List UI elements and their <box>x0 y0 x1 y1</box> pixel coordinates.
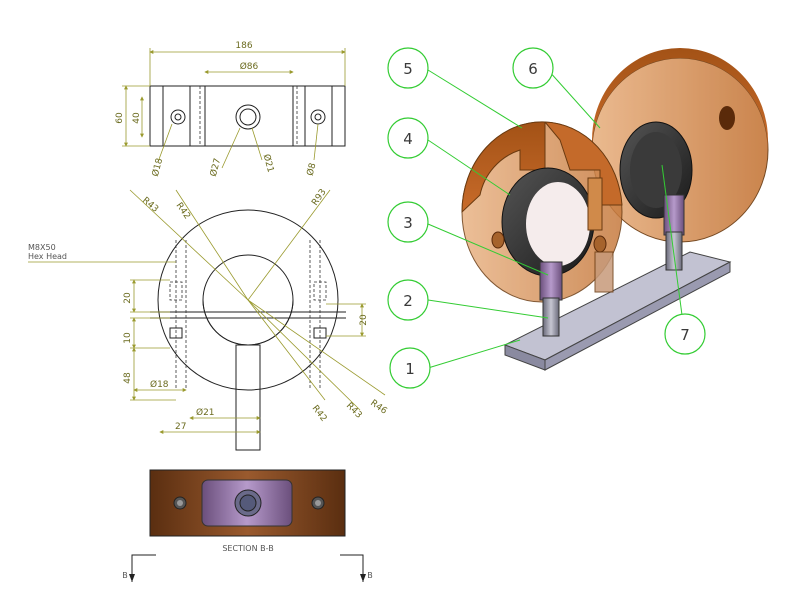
dim-bore-dia: Ø27 <box>208 157 223 178</box>
dim-20-right: 20 <box>359 314 369 326</box>
balloon-3-label: 3 <box>403 214 413 232</box>
balloon-4-label: 4 <box>403 130 413 148</box>
top-view: 186 Ø86 60 40 Ø18 Ø27 Ø21 Ø8 <box>115 41 346 178</box>
front-view: R43 R42 R93 R42 R43 R46 M8X50 Hex Head 2… <box>28 187 389 451</box>
dim-hole-left: Ø18 <box>150 157 165 178</box>
dim-10-left: 10 <box>123 332 133 344</box>
screw-note-line2: Hex Head <box>28 252 67 261</box>
dim-r42-bottom: R42 <box>310 404 329 424</box>
dim-height-inner: 40 <box>132 112 142 124</box>
dim-r43-bottom: R43 <box>344 401 364 421</box>
balloon-4: 4 <box>387 117 429 159</box>
balloon-5-label: 5 <box>403 60 413 78</box>
section-title: SECTION B-B <box>222 544 273 553</box>
dim-hole-18: Ø18 <box>150 379 169 390</box>
balloon-2: 2 <box>387 279 429 321</box>
screw-note-line1: M8X50 <box>28 243 56 252</box>
balloon-6: 6 <box>512 47 554 89</box>
section-marker-right: B <box>367 571 373 580</box>
dim-hole-right: Ø8 <box>305 161 319 176</box>
dim-r93: R93 <box>310 187 328 207</box>
dim-height-outer: 60 <box>115 112 125 124</box>
balloon-6-label: 6 <box>528 60 538 78</box>
dim-r43-top: R43 <box>140 196 160 215</box>
section-view: SECTION B-B B B <box>122 469 373 582</box>
dim-20-left: 20 <box>123 292 133 304</box>
balloon-3: 3 <box>387 201 429 243</box>
balloon-1: 1 <box>389 347 431 389</box>
dim-shaft-21: Ø21 <box>196 407 215 418</box>
dim-bore-dia-2: Ø21 <box>261 153 276 174</box>
section-marker-left: B <box>122 571 128 580</box>
balloon-2-label: 2 <box>403 292 413 310</box>
dim-overall-width: 186 <box>235 41 252 51</box>
balloon-7: 7 <box>664 313 706 355</box>
balloon-5: 5 <box>387 47 429 89</box>
balloons: 1 2 3 4 5 6 7 <box>387 47 706 389</box>
dim-r42-top: R42 <box>174 201 192 221</box>
isometric-assembly-view <box>427 48 769 371</box>
dim-bore-spacing: Ø86 <box>240 61 259 72</box>
dim-27: 27 <box>175 422 186 432</box>
dim-48: 48 <box>123 372 133 384</box>
dim-r46: R46 <box>368 398 388 417</box>
balloon-1-label: 1 <box>405 360 415 378</box>
balloon-7-label: 7 <box>680 326 690 344</box>
